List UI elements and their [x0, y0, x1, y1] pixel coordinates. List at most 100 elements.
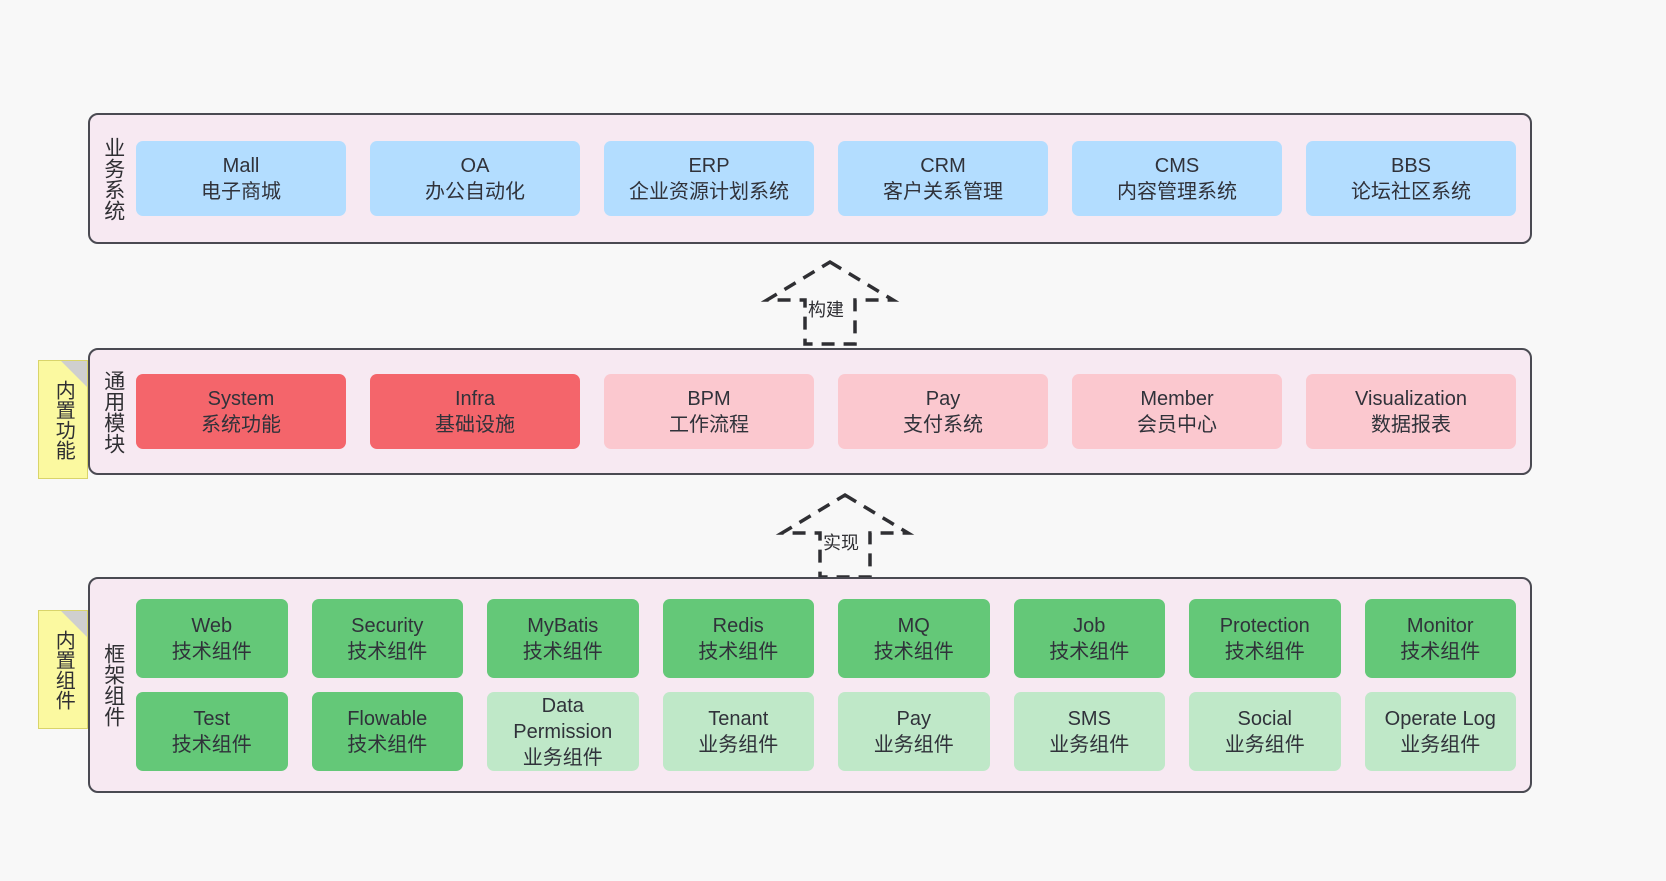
card-title: Monitor [1406, 614, 1474, 637]
layer-business-systems: 业务系统 Mall 电子商城 OA 办公自动化 ERP 企业资源计划系统 CRM… [88, 113, 1532, 244]
connector-label: 实现 [823, 533, 859, 553]
card-title: SMS [1067, 707, 1111, 730]
connector-label: 构建 [808, 300, 844, 320]
layer-common-modules: 通用模块 System 系统功能 Infra 基础设施 BPM 工作流程 Pay… [88, 348, 1532, 475]
card-web[interactable]: Web 技术组件 [136, 599, 288, 678]
card-title: Social [1237, 707, 1292, 730]
card-subtitle: 技术组件 [347, 640, 428, 663]
card-title: CMS [1154, 154, 1200, 177]
card-subtitle: 技术组件 [347, 733, 428, 756]
card-member[interactable]: Member 会员中心 [1072, 374, 1282, 449]
card-subtitle: 技术组件 [171, 733, 252, 756]
card-data-permission[interactable]: Data Permission 业务组件 [487, 692, 639, 771]
layer-title-business-systems: 业务系统 [101, 136, 125, 221]
card-subtitle: 电子商城 [201, 180, 281, 203]
card-visualization[interactable]: Visualization 数据报表 [1306, 374, 1516, 449]
card-system[interactable]: System 系统功能 [136, 374, 346, 449]
card-title: Security [351, 614, 424, 637]
card-oa[interactable]: OA 办公自动化 [370, 141, 580, 216]
note-label: 内置功能 [52, 379, 75, 460]
card-title: BPM [687, 387, 731, 410]
card-pay[interactable]: Pay 支付系统 [838, 374, 1048, 449]
card-tenant[interactable]: Tenant 业务组件 [662, 692, 814, 771]
note-fold-icon [61, 611, 87, 637]
card-sms[interactable]: SMS 业务组件 [1013, 692, 1165, 771]
card-mybatis[interactable]: MyBatis 技术组件 [487, 599, 639, 678]
card-subtitle: 业务组件 [873, 733, 954, 756]
card-subtitle: 技术组件 [873, 640, 954, 663]
card-row-business: Test 技术组件 Flowable 技术组件 Data Permission … [136, 692, 1516, 771]
card-subtitle: 会员中心 [1137, 413, 1217, 436]
card-title: Web [191, 614, 233, 637]
layer-title-common-modules: 通用模块 [101, 369, 125, 454]
card-title: Tenant [708, 707, 769, 730]
card-subtitle: 客户关系管理 [883, 180, 1003, 203]
card-title: Test [193, 707, 231, 730]
card-title: MQ [897, 614, 930, 637]
card-flowable[interactable]: Flowable 技术组件 [311, 692, 463, 771]
card-pay-business[interactable]: Pay 业务组件 [838, 692, 990, 771]
card-title: Mall [222, 154, 260, 177]
card-subtitle: 技术组件 [1224, 640, 1305, 663]
card-row: Mall 电子商城 OA 办公自动化 ERP 企业资源计划系统 CRM 客户关系… [136, 141, 1516, 216]
card-title: CRM [920, 154, 966, 177]
card-protection[interactable]: Protection 技术组件 [1189, 599, 1341, 678]
card-bbs[interactable]: BBS 论坛社区系统 [1306, 141, 1516, 216]
card-subtitle: 业务组件 [522, 746, 603, 769]
card-title: Visualization [1355, 387, 1467, 410]
card-title: Member [1140, 387, 1214, 410]
card-cms[interactable]: CMS 内容管理系统 [1072, 141, 1282, 216]
card-mall[interactable]: Mall 电子商城 [136, 141, 346, 216]
card-social[interactable]: Social 业务组件 [1189, 692, 1341, 771]
card-subtitle: 工作流程 [669, 413, 749, 436]
card-subtitle: 系统功能 [201, 413, 281, 436]
card-test[interactable]: Test 技术组件 [136, 692, 288, 771]
card-row: System 系统功能 Infra 基础设施 BPM 工作流程 Pay 支付系统… [136, 374, 1516, 449]
generalization-arrow-icon [775, 492, 915, 579]
layer-body-common-modules: System 系统功能 Infra 基础设施 BPM 工作流程 Pay 支付系统… [136, 350, 1530, 473]
card-infra[interactable]: Infra 基础设施 [370, 374, 580, 449]
connector-build: 构建 [745, 252, 915, 352]
card-subtitle: 论坛社区系统 [1351, 180, 1471, 203]
card-erp[interactable]: ERP 企业资源计划系统 [604, 141, 814, 216]
card-title: Infra [454, 387, 496, 410]
card-subtitle: 业务组件 [698, 733, 779, 756]
note-built-in-components: 内置组件 [38, 610, 88, 729]
card-subtitle: 内容管理系统 [1117, 180, 1237, 203]
card-title: System [207, 387, 275, 410]
card-crm[interactable]: CRM 客户关系管理 [838, 141, 1048, 216]
card-title: Protection [1219, 614, 1310, 637]
card-mq[interactable]: MQ 技术组件 [838, 599, 990, 678]
card-title: BBS [1390, 154, 1432, 177]
card-subtitle: 技术组件 [1049, 640, 1130, 663]
connector-implement: 实现 [760, 485, 930, 585]
layer-framework-components: 框架组件 Web 技术组件 Security 技术组件 MyBatis 技术组件… [88, 577, 1532, 793]
note-fold-icon [61, 361, 87, 387]
card-redis[interactable]: Redis 技术组件 [662, 599, 814, 678]
card-monitor[interactable]: Monitor 技术组件 [1364, 599, 1516, 678]
card-subtitle: 技术组件 [1400, 640, 1481, 663]
note-label: 内置组件 [52, 629, 75, 710]
card-bpm[interactable]: BPM 工作流程 [604, 374, 814, 449]
card-subtitle: 企业资源计划系统 [629, 180, 789, 203]
card-subtitle: 业务组件 [1049, 733, 1130, 756]
card-title: Pay [925, 387, 961, 410]
layer-body-framework-components: Web 技术组件 Security 技术组件 MyBatis 技术组件 Redi… [136, 579, 1530, 791]
card-subtitle: 技术组件 [698, 640, 779, 663]
card-title: Job [1073, 614, 1106, 637]
note-built-in-features: 内置功能 [38, 360, 88, 479]
card-job[interactable]: Job 技术组件 [1013, 599, 1165, 678]
card-title: MyBatis [527, 614, 599, 637]
card-subtitle: 数据报表 [1371, 413, 1451, 436]
card-title: Operate Log [1384, 707, 1496, 730]
layer-body-business-systems: Mall 电子商城 OA 办公自动化 ERP 企业资源计划系统 CRM 客户关系… [136, 115, 1530, 242]
card-operate-log[interactable]: Operate Log 业务组件 [1364, 692, 1516, 771]
layer-title-framework-components: 框架组件 [101, 643, 125, 727]
card-title: OA [460, 154, 490, 177]
card-title: ERP [688, 154, 730, 177]
card-subtitle: 技术组件 [171, 640, 252, 663]
card-row-technical: Web 技术组件 Security 技术组件 MyBatis 技术组件 Redi… [136, 599, 1516, 678]
card-security[interactable]: Security 技术组件 [311, 599, 463, 678]
card-subtitle: 办公自动化 [425, 180, 525, 203]
card-title: Redis [712, 614, 764, 637]
